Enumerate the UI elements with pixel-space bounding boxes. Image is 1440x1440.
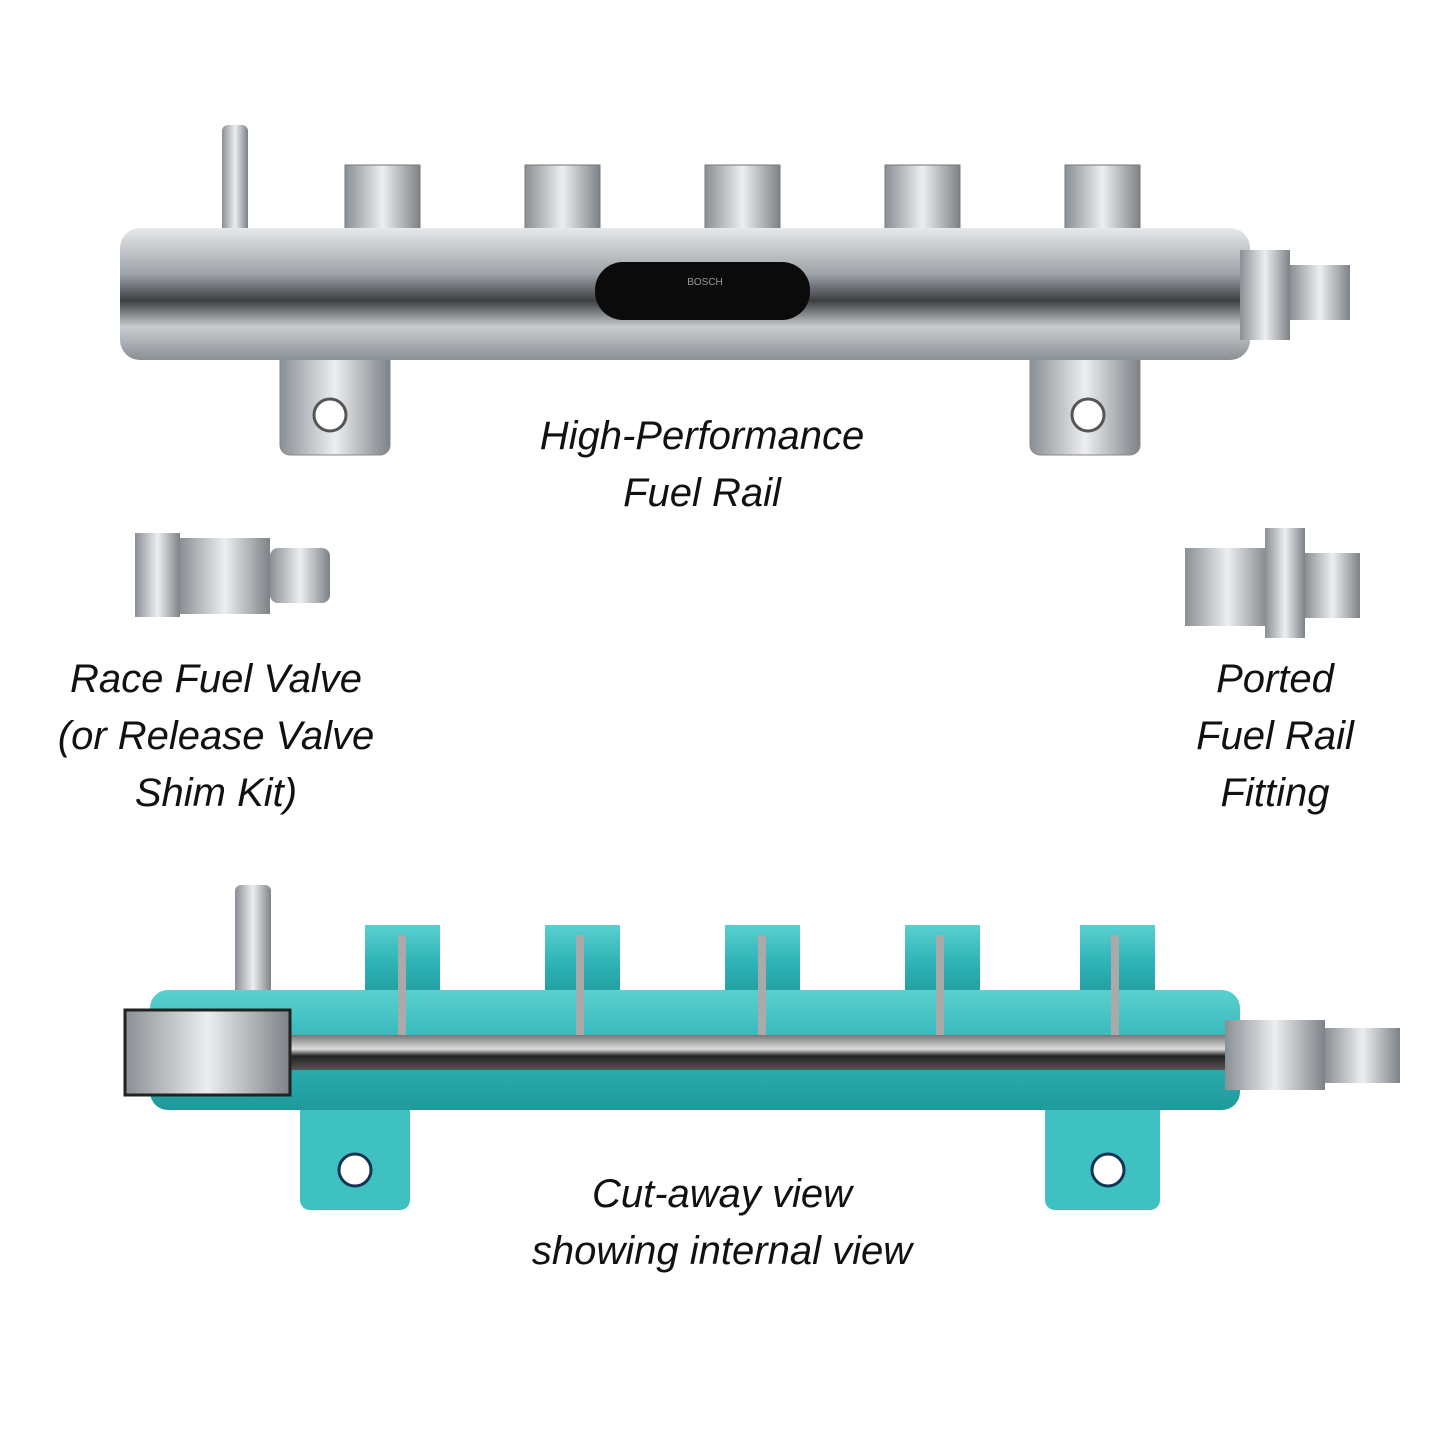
label-line: Fuel Rail: [623, 471, 781, 515]
label-line: showing internal view: [531, 1229, 913, 1273]
cutaway-label: Cut-away view showing internal view: [532, 1166, 912, 1280]
label-line: Ported: [1216, 657, 1334, 701]
label-line: Fuel Rail: [1196, 714, 1354, 758]
fuel-rail-label: High-Performance Fuel Rail: [540, 408, 865, 522]
race-fuel-valve-photo: [135, 533, 330, 617]
label-line: Race Fuel Valve: [69, 657, 362, 701]
label-line: (or Release Valve: [57, 714, 375, 758]
brand-mark: BOSCH: [687, 277, 723, 288]
race-valve-label: Race Fuel Valve (or Release Valve Shim K…: [58, 651, 374, 822]
ported-fitting-photo: [1185, 528, 1360, 638]
label-line: Cut-away view: [591, 1172, 853, 1216]
label-line: Fitting: [1220, 771, 1330, 815]
ported-fitting-label: Ported Fuel Rail Fitting: [1196, 651, 1354, 822]
label-line: High-Performance: [539, 414, 865, 458]
fuel-rail-photo: BOSCH: [120, 125, 1350, 456]
label-line: Shim Kit): [134, 771, 298, 815]
cutaway-rail-illustration: [123, 885, 1400, 1210]
